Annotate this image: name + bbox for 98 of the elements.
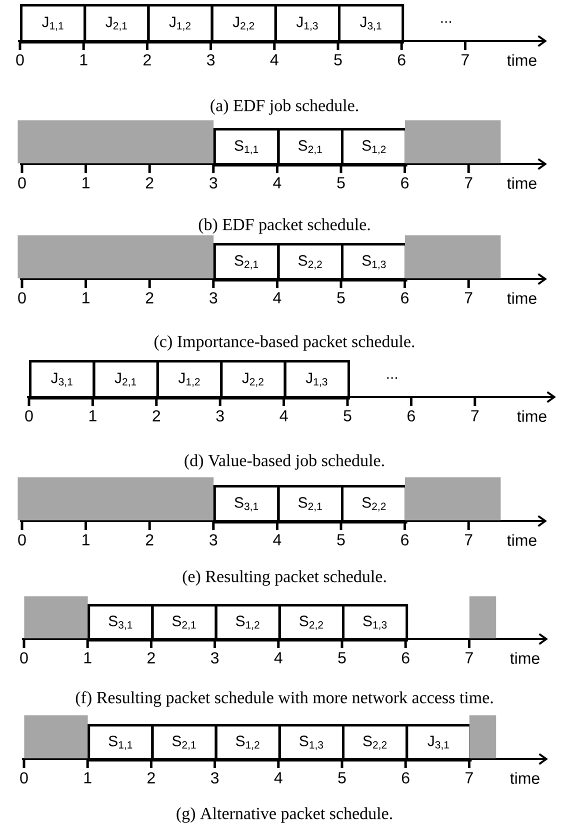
idle-block [18,235,214,278]
job-box: S$_{1,3}$ [342,604,408,642]
tick-label: 5 [337,177,345,188]
tick-label: 6 [398,54,406,66]
caption: (e) Resulting packet schedule. [182,570,386,586]
tick-label: 7 [466,772,473,784]
caption: (a) EDF job schedule. [210,99,358,115]
job-box: S$_{3,1}$ [88,604,154,642]
idle-block [18,120,214,164]
tick-label: 1 [80,54,88,66]
tick-label: 2 [146,177,154,188]
job-box: S$_{1,1}$ [88,724,154,762]
tick-label: 4 [273,177,282,188]
tick-label: 4 [273,292,282,304]
tick-label: 2 [148,652,155,664]
tick-label: 5 [337,534,345,546]
tick-label: 1 [82,177,90,188]
job-box: S$_{2,1}$ [277,485,344,524]
tick-label: 6 [401,292,409,304]
tick-label: 4 [273,534,282,546]
tick-label: 3 [210,772,219,784]
job-box: J$_{2,2}$ [210,4,277,44]
idle-block [24,596,88,638]
tick-label: 3 [210,292,218,304]
job-box: S$_{2,1}$ [151,604,218,642]
tick-label: 5 [338,652,346,664]
caption: (g) Alternative packet schedule. [176,807,392,823]
job-box: S$_{2,2}$ [278,604,344,642]
idle-block [405,235,501,278]
tick-label: 6 [408,410,415,422]
tick-label: 5 [334,54,342,66]
tick-label: 0 [16,54,24,66]
tick-label: 4 [280,410,288,422]
tick-label: 7 [462,54,469,66]
caption: (c) Importance-based packet schedule. [154,335,414,351]
tick-label: 0 [18,177,26,189]
job-box: S$_{2,2}$ [277,243,344,282]
job-box: J$_{3,1}$ [29,360,96,400]
tick-label: 3 [210,534,218,546]
tick-label: 5 [337,292,345,304]
tick-label: 3 [210,177,218,189]
tick-label: 5 [338,772,346,784]
tick-label: 5 [344,410,352,422]
tick-label: 0 [25,410,33,422]
job-box: S$_{2,1}$ [151,724,218,762]
idle-block [18,477,214,520]
ellipsis: ... [441,21,451,23]
tick-label: 7 [464,177,472,188]
job-box: J$_{3,1}$ [406,724,472,762]
idle-block [24,715,88,758]
caption: (b) EDF packet schedule. [198,218,370,234]
job-box: J$_{1,2}$ [156,360,223,400]
tick-label: 2 [148,772,155,784]
tick-label: 6 [402,772,410,784]
tick-label: 3 [206,54,215,66]
job-box: J$_{2,1}$ [84,4,150,44]
job-box: S$_{1,2}$ [214,604,281,642]
tick-label: 2 [144,54,151,66]
job-box: S$_{2,2}$ [342,724,408,762]
job-box: J$_{2,2}$ [220,360,286,400]
job-box: S$_{2,1}$ [213,243,280,282]
tick-label: 1 [84,652,92,664]
job-box: J$_{1,3}$ [274,4,340,44]
axis-label: time [510,772,540,784]
idle-block [469,715,496,758]
idle-block [405,477,501,520]
job-box: J$_{2,1}$ [92,360,159,400]
ellipsis: ... [387,377,397,379]
job-box: J$_{1,3}$ [284,360,350,400]
tick-label: 6 [402,652,410,664]
tick-label: 6 [401,534,409,546]
tick-label: 7 [466,652,473,664]
tick-label: 2 [152,410,160,422]
tick-label: 4 [274,652,282,664]
axis-label: time [507,177,536,189]
job-box: J$_{1,1}$ [20,4,86,44]
tick-label: 1 [89,410,96,422]
caption: (d) Value-based job schedule. [184,454,384,470]
tick-label: 0 [20,772,28,784]
tick-label: 3 [210,652,219,664]
job-box: S$_{1,2}$ [214,724,281,762]
caption: (f) Resulting packet schedule with more network access time. [76,691,493,707]
job-box: S$_{3,1}$ [213,485,280,524]
job-box: S$_{1,3}$ [278,724,344,762]
idle-block [469,596,496,638]
tick-label: 6 [401,177,409,189]
tick-label: 3 [216,410,224,422]
job-box: S$_{1,1}$ [213,128,280,166]
axis-label: time [507,534,536,546]
tick-label: 1 [84,772,92,784]
job-box: J$_{3,1}$ [338,4,404,44]
tick-label: 4 [270,54,278,66]
idle-block [405,120,501,164]
tick-label: 7 [471,410,479,422]
tick-label: 0 [20,652,28,664]
job-box: S$_{2,1}$ [277,128,344,166]
tick-label: 4 [274,772,282,784]
job-box: J$_{1,2}$ [147,4,214,44]
